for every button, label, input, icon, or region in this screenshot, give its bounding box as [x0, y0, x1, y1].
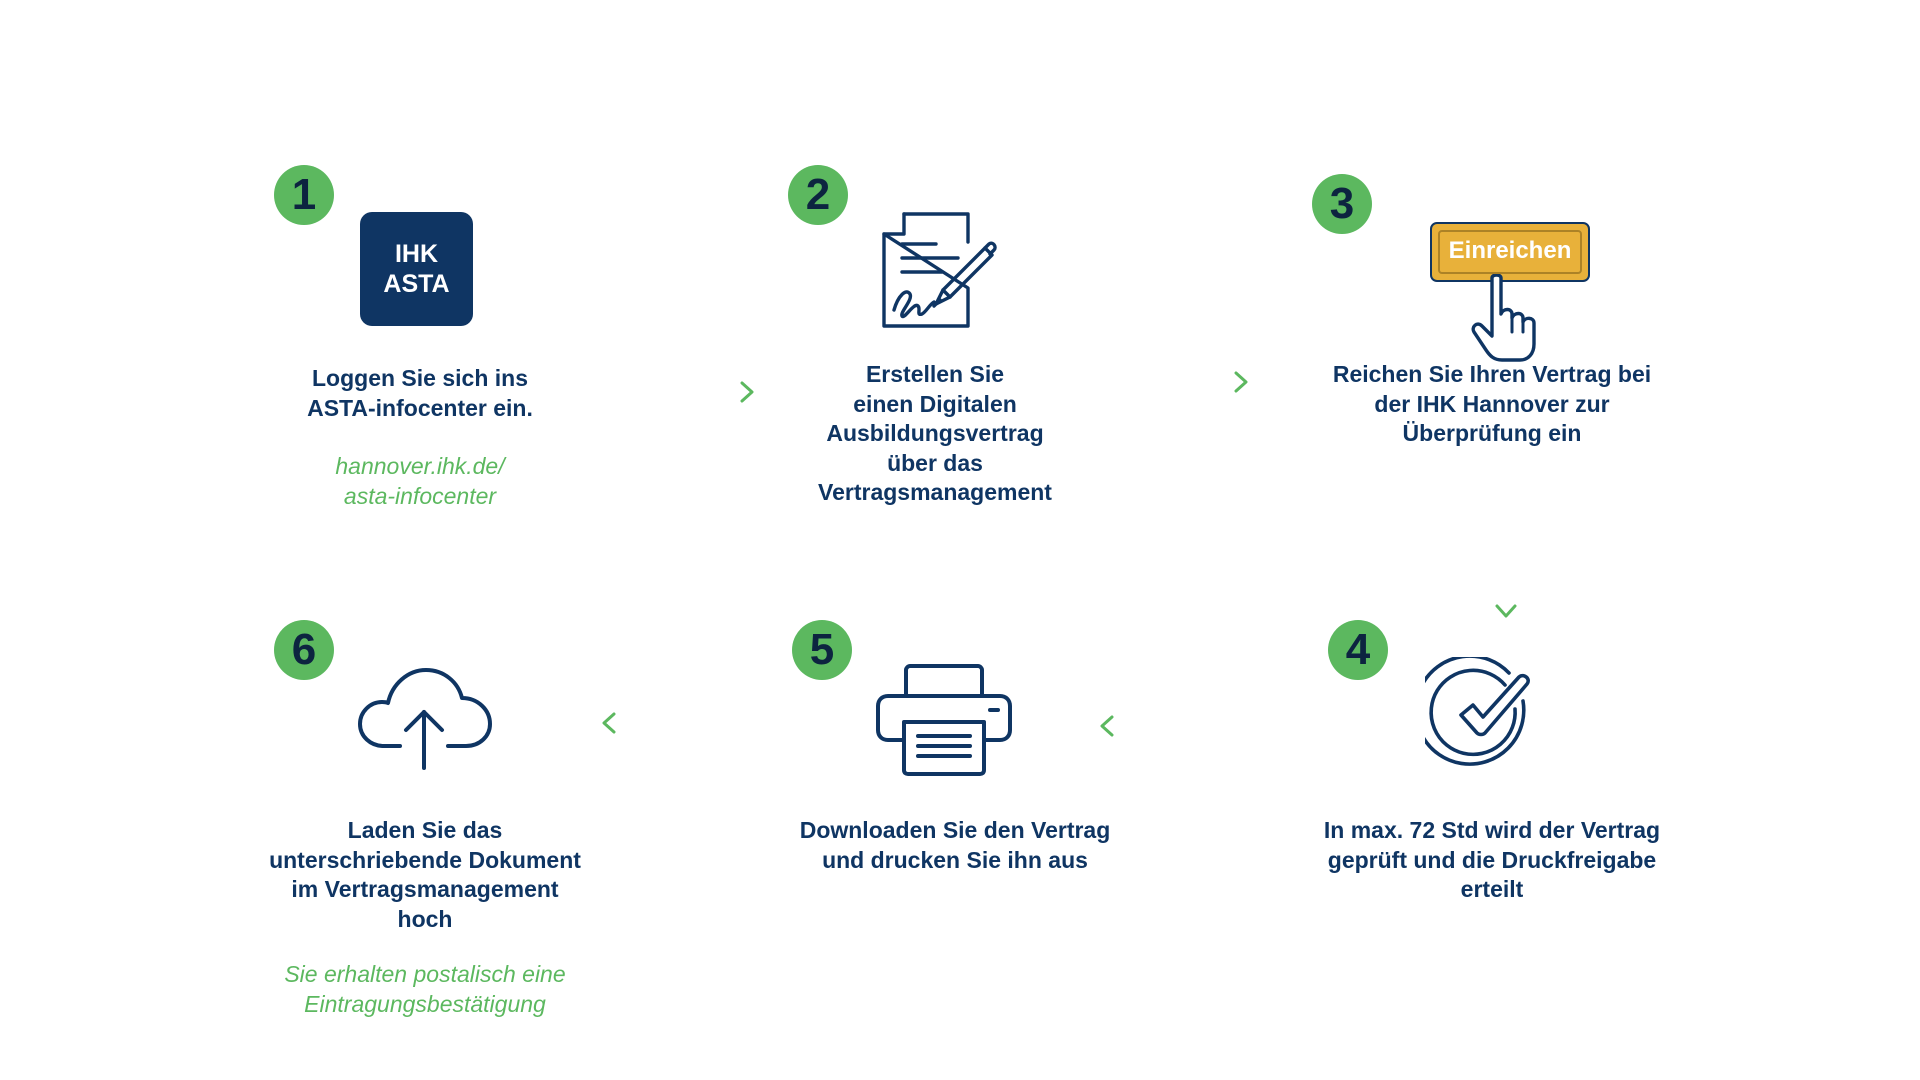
printer-icon	[876, 664, 1012, 776]
submit-button-illustration: Einreichen	[1430, 222, 1590, 282]
step-5-title: Downloaden Sie den Vertrag und drucken S…	[799, 817, 1111, 873]
arrow-step1-to-step2	[602, 381, 754, 403]
step-6-note: Sie erhalten postalisch eine Eintragungs…	[284, 961, 566, 1017]
step-6-title: Laden Sie das unterschriebende Dokument …	[269, 817, 581, 932]
step-1-note: hannover.ihk.de/ asta-infocenter	[335, 453, 505, 509]
step-3-title: Reichen Sie Ihren Vertrag bei der IHK Ha…	[1332, 361, 1652, 446]
step-3-number-badge: 3	[1312, 174, 1372, 234]
submit-button-label: Einreichen	[1448, 237, 1572, 264]
submit-button-inner-frame	[1438, 230, 1582, 274]
step-2-title: Erstellen Sie einen Digitalen Ausbildung…	[818, 361, 1052, 505]
arrow-step2-to-step3	[1096, 371, 1248, 393]
step-6-number-badge: 6	[274, 620, 334, 680]
arrow-step5-to-step6	[602, 712, 754, 734]
cloud-upload-icon	[358, 668, 492, 770]
arrow-step4-to-step5	[1100, 715, 1252, 737]
check-circle-icon	[1425, 657, 1530, 766]
step-4-title: In max. 72 Std wird der Vertrag geprüft …	[1323, 817, 1661, 902]
pointing-hand-icon	[1471, 274, 1536, 362]
step-5-number-badge: 5	[792, 620, 852, 680]
step-1-title: Loggen Sie sich ins ASTA-infocenter ein.	[307, 365, 533, 421]
step-1-number-badge: 1	[274, 165, 334, 225]
contract-signature-icon	[882, 212, 997, 328]
step-2-number-badge: 2	[788, 165, 848, 225]
ihk-asta-app-icon: IHK ASTA	[360, 212, 473, 326]
step-4-number-badge: 4	[1328, 620, 1388, 680]
arrow-step3-to-step4	[1495, 470, 1517, 618]
